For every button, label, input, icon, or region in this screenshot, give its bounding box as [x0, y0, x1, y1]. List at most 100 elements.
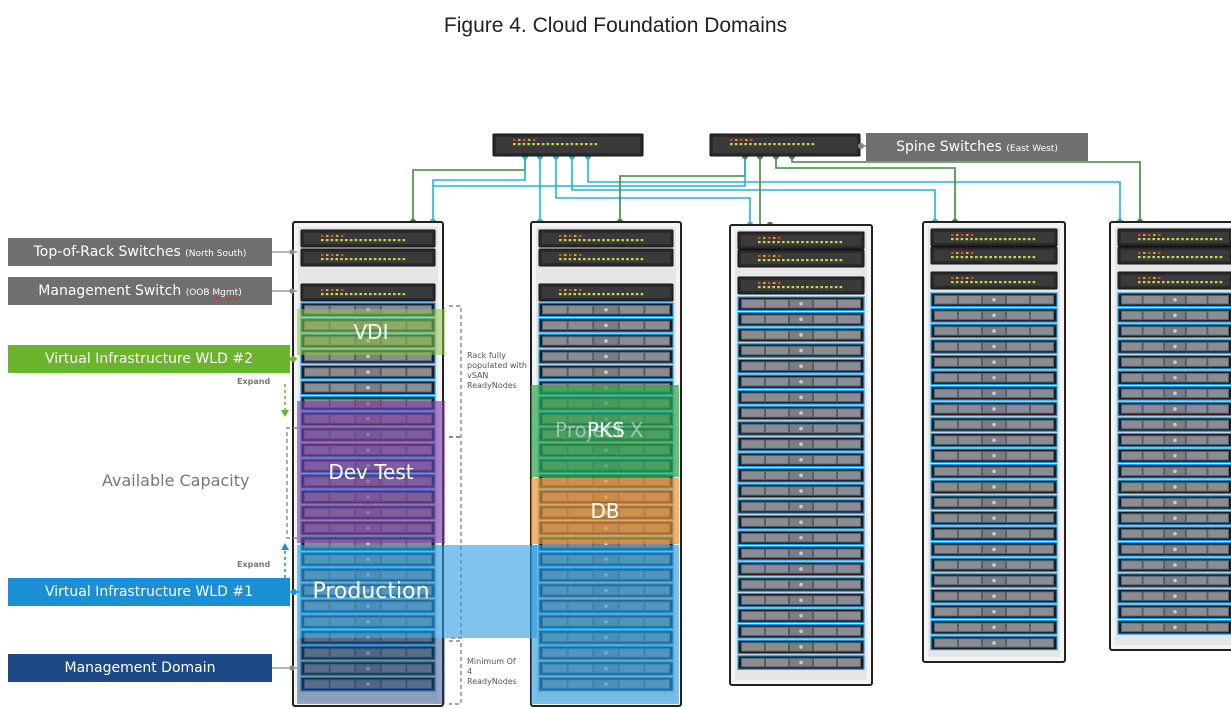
server-node-bay	[935, 389, 957, 398]
pks-label: PKS	[587, 418, 625, 442]
server-node-knob	[992, 641, 996, 645]
server-node-knob	[799, 551, 803, 556]
spine-switch-2-led	[745, 139, 748, 141]
server-node-bay	[1031, 545, 1053, 554]
server-node-bay	[766, 440, 788, 448]
server-node-bay	[1007, 467, 1029, 476]
server-node-bay	[742, 471, 764, 480]
server-node-bay	[766, 627, 788, 636]
dev-test-label: Dev Test	[328, 460, 414, 484]
server-node-knob	[1173, 531, 1177, 536]
rack-4-switch-3-port	[989, 281, 992, 284]
rack-5-switch-2-port	[1142, 256, 1146, 259]
server-node-bay	[1143, 311, 1164, 320]
server-node-bay	[1208, 420, 1228, 429]
server-node-knob	[992, 516, 996, 520]
rack-4-switch-3-face	[934, 275, 1054, 286]
server-node-bay	[814, 456, 836, 464]
available-capacity-bracket	[286, 427, 297, 539]
rack-3-switch-1-port	[815, 241, 819, 244]
server-node-bay	[959, 296, 981, 304]
server-node-bay	[1186, 576, 1207, 585]
spine-switches-label: Spine Switches (East West)	[866, 133, 1088, 161]
rack-2-switch-1-port	[597, 239, 600, 242]
rack-3-switch-3-port	[815, 286, 819, 289]
wire-s1-r1-cyan	[432, 156, 526, 222]
tor-label-main: Top-of-Rack Switches	[33, 244, 181, 260]
rack-1-switch-3-port	[388, 293, 391, 296]
rack-2-switch-2-face	[542, 252, 670, 263]
server-node-bay	[838, 378, 860, 386]
rack-4-switch-3-port	[1013, 281, 1016, 284]
rack-5-switch-1-port	[1152, 238, 1155, 241]
rack-4-switch-1-port	[960, 238, 964, 241]
server-node-knob	[366, 682, 370, 686]
server-node-knob	[799, 489, 803, 493]
rack-1-switch-1-led	[341, 235, 344, 237]
rack-2-switch-3-port	[635, 293, 639, 296]
server-node-bay	[838, 580, 860, 589]
spine-switches	[492, 133, 866, 157]
server-node-bay	[407, 680, 431, 688]
server-node-bay	[1122, 514, 1142, 522]
rack-3	[729, 224, 873, 686]
server-node-bay	[543, 321, 567, 330]
server-node-knob	[1173, 485, 1177, 489]
server-node-bay	[814, 565, 836, 573]
server-node-bay	[742, 456, 764, 464]
rack-5-switch-2-port	[1138, 256, 1141, 259]
server-node-bay	[1186, 436, 1207, 444]
rack-4-switch-1-port	[994, 238, 997, 241]
server-node-bay	[1143, 530, 1164, 538]
rack-2-switch-3-port	[587, 293, 591, 296]
server-node-bay	[838, 534, 860, 542]
server-node-bay	[814, 440, 836, 448]
rack-2-switch-3-port	[621, 293, 624, 296]
spine-switch-1-port	[522, 143, 526, 146]
server-node-knob	[1173, 360, 1177, 364]
mgmt-switch-label-sub: (OOB	[185, 288, 213, 298]
spine-label-dot	[858, 143, 864, 149]
server-node-bay	[838, 362, 860, 370]
server-node-bay	[1031, 467, 1053, 476]
server-node-bay	[959, 608, 981, 616]
server-node-knob	[992, 563, 996, 567]
mgmt-switch-label-end: )	[238, 288, 242, 298]
server-node-bay	[838, 440, 860, 448]
server-node-bay	[407, 664, 431, 673]
server-node-bay	[1007, 483, 1029, 491]
rack-1-switch-2-led	[326, 254, 329, 256]
server-node-bay	[1208, 576, 1228, 585]
rack-5-switch-1-port	[1190, 238, 1194, 241]
server-node-bay	[1143, 592, 1164, 600]
server-node-bay	[1143, 342, 1164, 351]
rack-2-switch-2-port	[578, 258, 581, 261]
wld2-label: Virtual Infrastructure WLD #2	[8, 345, 290, 373]
server-node-bay	[766, 643, 788, 651]
rack-5-switch-3-port	[1210, 281, 1213, 284]
server-node-knob	[366, 370, 370, 374]
server-node-bay	[959, 561, 981, 569]
server-node-bay	[766, 658, 788, 667]
rack-1-switch-2-port	[325, 258, 329, 261]
server-node-bay	[814, 409, 836, 417]
server-node-bay	[1143, 545, 1164, 554]
rack-2-switch-3-led	[564, 289, 567, 291]
rack-4-switch-3-port	[1003, 281, 1007, 284]
rack-5-switch-2-port	[1195, 256, 1199, 259]
server-node-bay	[1122, 576, 1142, 585]
server-node-bay	[935, 374, 957, 382]
rack-2-switch-1-port	[573, 239, 576, 242]
rack-3-switch-3-port	[772, 286, 775, 289]
server-node-bay	[838, 549, 860, 558]
rack-1-switch-1-led	[336, 235, 339, 237]
server-node-bay	[935, 576, 957, 585]
rack-2-switch-3-face	[542, 287, 670, 298]
rack-4-switch-3-port	[975, 281, 978, 284]
server-node-bay	[1143, 327, 1164, 335]
server-node-bay	[814, 331, 836, 339]
rack-1-switch-3-port	[354, 293, 358, 296]
rack-5-switch-2-port	[1219, 256, 1223, 259]
expand-arrow-green-head	[281, 410, 289, 417]
server-node-bay	[742, 534, 764, 542]
